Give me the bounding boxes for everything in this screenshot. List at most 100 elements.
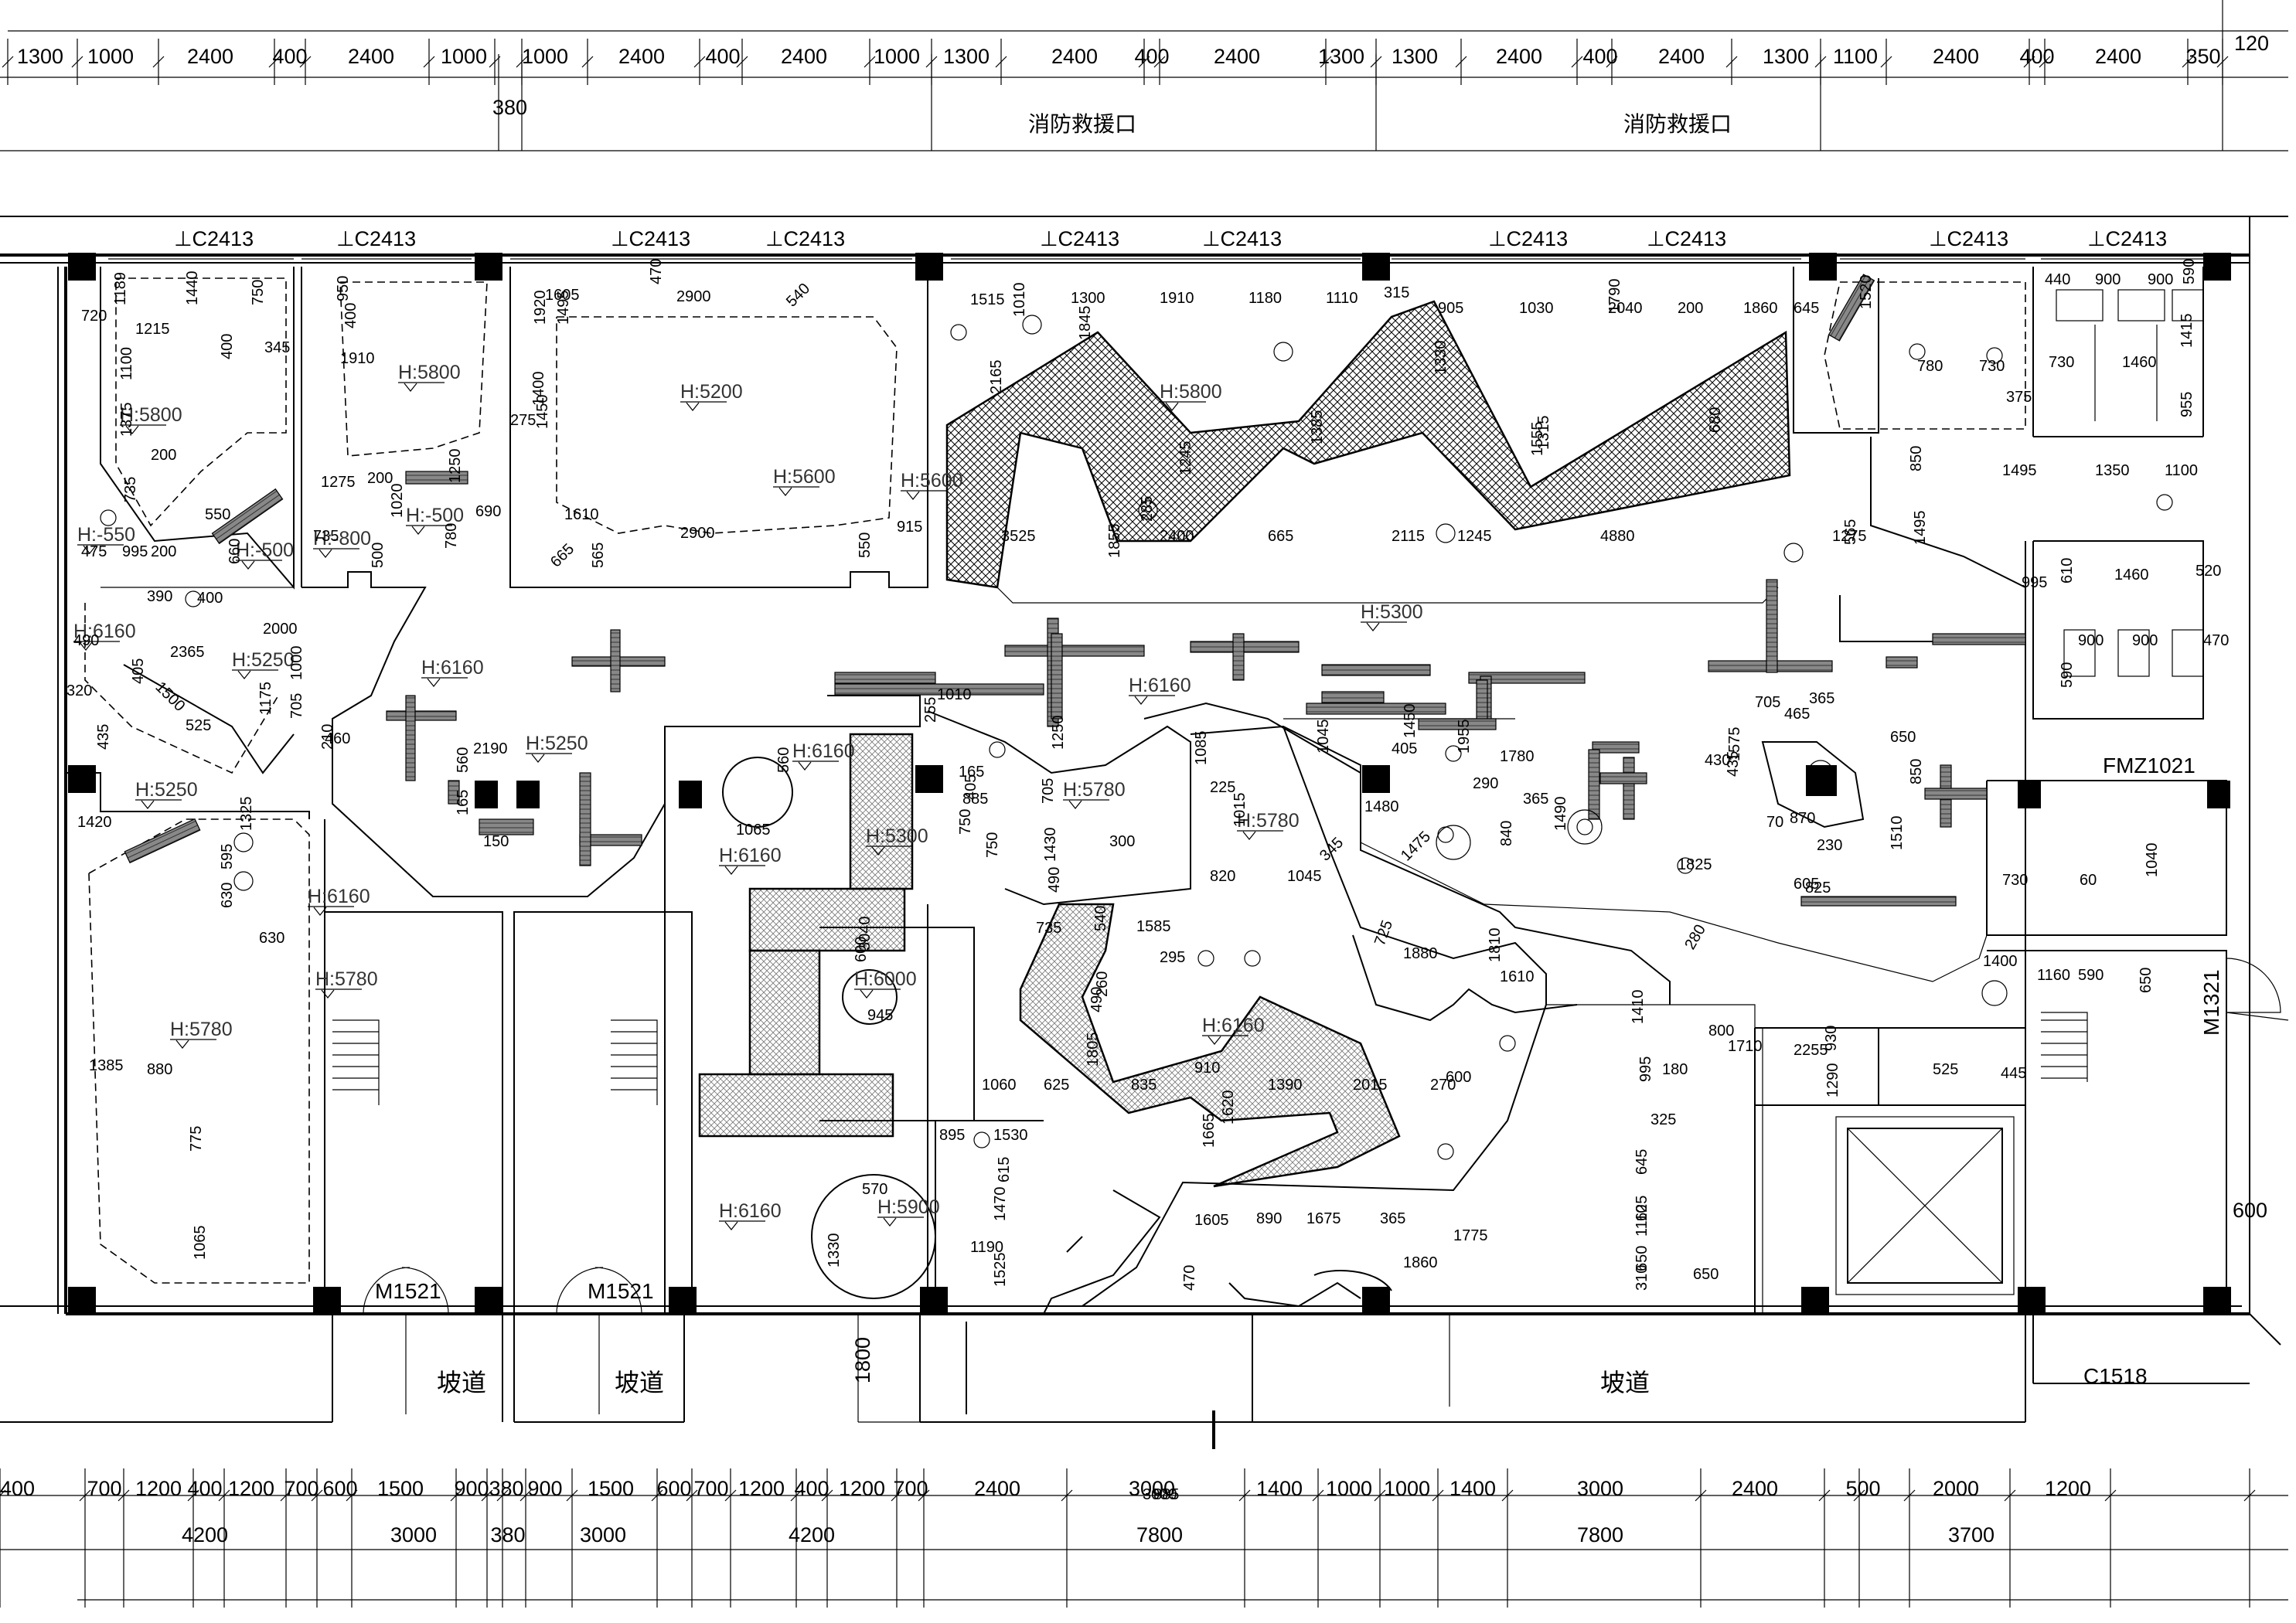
dim-142: 540 [1092,906,1109,931]
dim-87: 1495 [2002,462,2037,479]
dim-2: 1440 [184,271,201,306]
dim-21: 1275 [321,474,356,491]
top-dim-19: 2400 [1658,45,1705,68]
dim-50: 1845 [1077,306,1094,341]
dim-174: 365 [1523,791,1548,808]
height-label-5: H:5800 [1160,381,1222,403]
dim-127: 560 [775,747,792,773]
dim-57: 2115 [1392,528,1425,545]
dim-88: 1350 [2095,462,2130,479]
dim-143: 1585 [1136,918,1171,935]
top-dim-21: 1100 [1833,45,1878,68]
dim-235: 1860 [1403,1254,1438,1271]
dim-116: 595 [219,844,236,869]
height-label-14: H:5780 [1063,779,1126,801]
dim-219: 650 [1633,1246,1650,1271]
height-label-11: H:5250 [526,733,588,754]
dim-113: 435 [95,724,112,750]
bottom-total-dim-0: 4200 [182,1523,228,1546]
bottom-dim-7: 1500 [377,1477,424,1500]
dim-18: 400 [342,303,359,328]
dim-180: 1610 [1500,968,1535,985]
dim-131: 165 [959,764,984,781]
dim-173: 290 [1473,775,1498,792]
dim-146: 945 [867,1007,893,1024]
svg-text:⊥C2413: ⊥C2413 [2087,227,2167,250]
dim-39: 565 [590,543,607,568]
bottom-dim-17: 700 [893,1477,928,1500]
dim-54: 3525 [1001,528,1036,545]
dim-179: 1880 [1403,945,1438,962]
fire-rescue-label-1: 消防救援口 [1028,112,1136,136]
bottom-dim-3: 400 [187,1477,222,1500]
dim-40: 550 [857,532,874,558]
toilet-fixtures-mid [2063,629,2204,677]
dim-177: 1490 [1552,797,1569,832]
height-label-19: H:6160 [1202,1015,1265,1036]
dim-222: 895 [939,1127,965,1144]
dim-211: 2255 [1794,1042,1828,1059]
height-label-4: H:5600 [901,470,963,492]
dim-194: 230 [1817,837,1842,854]
dim-203: 590 [2078,967,2104,984]
dim-123: 2190 [473,740,508,757]
dim-17: 950 [335,276,352,301]
dim-117: 630 [219,883,236,908]
dim-163: 820 [1210,868,1235,885]
dim-234: 1775 [1453,1227,1488,1244]
door-label-m1521-a: M1521 [375,1279,441,1303]
dim-187: 1575 [1726,727,1743,762]
bottom-dim-11: 1500 [588,1477,634,1500]
dim-42: 540 [783,280,813,310]
height-label-20: H:6000 [854,968,917,990]
dim-90: 995 [2022,574,2047,591]
side-dim-1800: 1800 [851,1337,874,1383]
dim-223: 1530 [993,1127,1028,1144]
dim-72: 1315 [1535,416,1552,451]
dim-153: 835 [1131,1077,1157,1094]
height-label-28: H:-800 [313,528,371,550]
bottom-total-dim-6: 7800 [1577,1523,1623,1546]
top-dim-4: 2400 [348,45,394,68]
dim-32: 2900 [676,288,711,305]
height-label-22: H:5780 [315,968,378,990]
dim-188: 430 [1705,752,1730,769]
dim-139: 300 [1109,833,1135,850]
dim-214: 445 [2001,1065,2026,1082]
dim-36: 1610 [564,506,599,523]
dim-159: 1620 [1220,1091,1237,1125]
dim-205: 1410 [1630,990,1647,1025]
top-dim-3: 400 [272,45,307,68]
dim-118: 630 [259,930,284,947]
dim-106: 1000 [288,646,305,681]
svg-text:⊥C2413: ⊥C2413 [174,227,254,250]
bottom-dim-27: 2000 [1933,1477,1979,1500]
dim-156: 2015 [1353,1077,1388,1094]
dim-200: 1040 [2144,843,2161,878]
dim-122: 1065 [192,1226,209,1261]
door-label-m1321: M1321 [2199,969,2223,1036]
dim-85: 955 [2178,392,2196,417]
dim-207: 180 [1662,1061,1688,1078]
dim-154: 910 [1194,1060,1220,1077]
dim-176: 840 [1498,821,1515,846]
svg-text:⊥C2413: ⊥C2413 [1202,227,1282,250]
bottom-dim-22: 1000 [1384,1477,1430,1500]
dim-148: 260 [1094,971,1111,997]
dim-19: 1910 [340,350,375,367]
dim-119: 1385 [89,1057,124,1074]
dim-37: 2900 [680,525,715,542]
dim-170: 1955 [1456,720,1473,754]
dim-161: 225 [1210,779,1235,796]
outer-walls [0,216,2281,1423]
dim-89: 1100 [2165,462,2198,479]
dim-64: 2040 [1608,300,1643,317]
dim-65: 200 [1678,300,1703,317]
dim-63: 1030 [1519,300,1554,317]
dim-91: 1495 [1912,511,1929,546]
dim-126: 150 [483,833,509,850]
dim-49: 2165 [988,360,1005,395]
dim-160: 1085 [1193,731,1210,766]
dim-67: 645 [1794,300,1819,317]
dim-221: 650 [1693,1266,1719,1283]
